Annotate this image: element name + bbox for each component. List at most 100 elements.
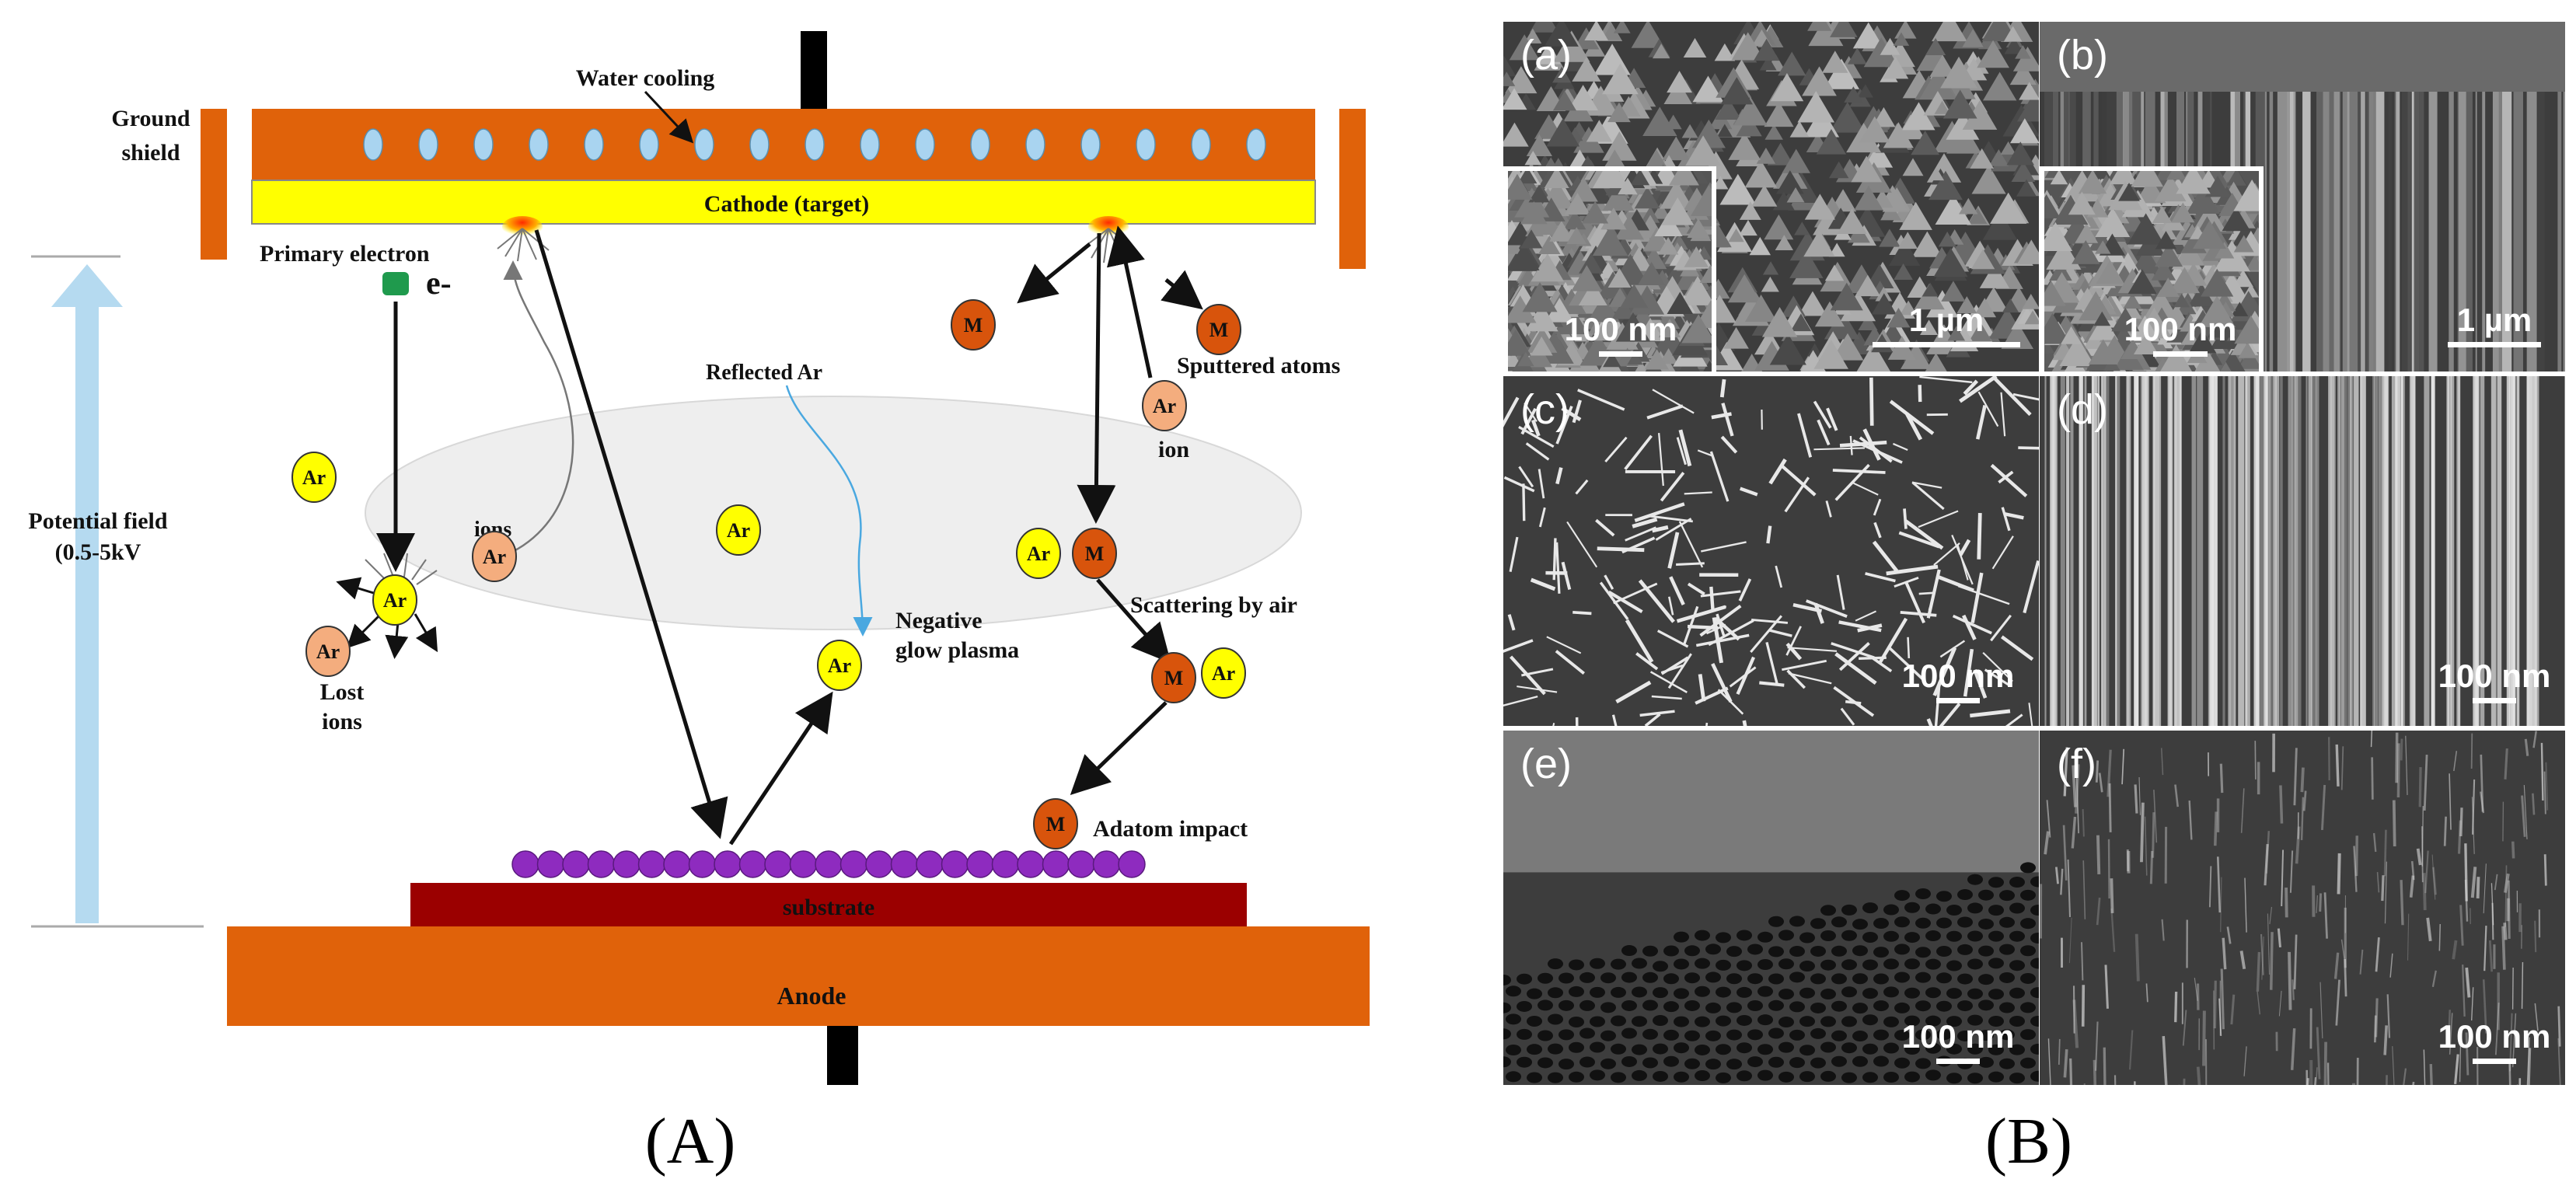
- substrate-label: substrate: [783, 895, 874, 920]
- sem-texture: [1503, 22, 2039, 372]
- sem-image-b-label: (b): [2057, 32, 2108, 78]
- anode: [227, 926, 1370, 1026]
- film-atom: [1118, 850, 1146, 878]
- ionization-rays: [365, 553, 438, 585]
- film-atom: [637, 850, 666, 878]
- film-atom: [941, 850, 969, 878]
- primary-electron: [382, 272, 409, 295]
- reflected-ar-arrow: [728, 691, 833, 846]
- adatom-arrow: [1070, 701, 1168, 795]
- panel-b-caption: (B): [1985, 1105, 2072, 1177]
- sem-image-e: (e) 100 nm: [1503, 731, 2039, 1085]
- negative-glow-plasma: [365, 396, 1302, 630]
- sem-d-scalebar: 100 nm: [2428, 658, 2560, 703]
- sem-e-scalebar: 100 nm: [1892, 1018, 2024, 1064]
- film-atom: [991, 850, 1020, 878]
- cooling-hole: [1246, 128, 1266, 161]
- sputtering-diagram: Ground shield Cathode (target) Water coo…: [28, 31, 1370, 1085]
- film-atom: [839, 850, 868, 878]
- cooling-hole: [418, 128, 438, 161]
- film-atom: [738, 850, 767, 878]
- film-atom: [688, 850, 717, 878]
- film-atom: [966, 850, 994, 878]
- sem-texture: [2040, 731, 2561, 1085]
- cooling-hole: [363, 128, 383, 161]
- sputtered-metal-atom: M: [951, 299, 996, 351]
- lost-ions-label-1: Lost: [320, 679, 365, 705]
- svg-text:Ar: Ar: [316, 640, 340, 663]
- water-cooling-arrow: [644, 90, 694, 144]
- sem-image-c-label: (c): [1520, 386, 1569, 433]
- film-atom: [1067, 850, 1095, 878]
- cooling-hole: [970, 128, 990, 161]
- sem-texture: [1503, 731, 2039, 1084]
- top-rod: [801, 31, 827, 115]
- sem-b-scalebar: 1 µm: [2428, 302, 2560, 347]
- sem-image-f-label: (f): [2057, 741, 2096, 787]
- film-atom: [764, 850, 792, 878]
- potential-field-label-1: Potential field: [28, 508, 167, 534]
- sem-a-scalebar: 1 µm: [1869, 302, 2024, 347]
- negative-glow-label-1: Negative: [895, 608, 983, 633]
- ion-to-target-arrow: [1106, 225, 1153, 378]
- scattering-arrow: [1096, 578, 1171, 664]
- cathode-label: Cathode (target): [704, 191, 869, 217]
- ejection-rays: [497, 228, 1137, 263]
- ar-ion: Ar: [305, 626, 351, 677]
- cooling-hole: [860, 128, 880, 161]
- sem-image-d: (d) 100 nm: [2040, 376, 2565, 726]
- primary-electron-label: Primary electron: [260, 241, 430, 267]
- ground-shield-left: [201, 109, 227, 260]
- film-atom: [663, 850, 691, 878]
- sem-f-scalebar: 100 nm: [2428, 1018, 2560, 1064]
- cooling-hole: [473, 128, 494, 161]
- sem-image-f: (f) 100 nm: [2040, 731, 2565, 1085]
- ar-atom: Ar: [817, 640, 862, 691]
- cooling-hole: [749, 128, 770, 161]
- svg-text:M: M: [1209, 319, 1229, 341]
- sem-image-a-inset: 100 nm: [1503, 166, 1716, 372]
- ar-atom: Ar: [1016, 528, 1061, 579]
- sem-image-b-inset: 100 nm: [2040, 166, 2264, 372]
- sem-image-a: 100 nm (a) 1 µm: [1503, 22, 2039, 372]
- sem-c-scalebar: 100 nm: [1892, 658, 2024, 703]
- svg-text:Ar: Ar: [1153, 395, 1176, 417]
- negative-glow-label-2: glow plasma: [895, 637, 1019, 663]
- svg-text:M: M: [1046, 813, 1066, 835]
- sem-image-a-label: (a): [1520, 32, 1572, 78]
- svg-text:Ar: Ar: [302, 466, 326, 489]
- film-atom: [815, 850, 843, 878]
- cooling-hole: [1025, 128, 1045, 161]
- cooling-hole: [1136, 128, 1156, 161]
- film-atom: [536, 850, 565, 878]
- svg-text:Ar: Ar: [383, 589, 407, 612]
- film-atom: [865, 850, 893, 878]
- svg-text:Ar: Ar: [1027, 542, 1050, 565]
- sem-image-d-label: (d): [2057, 386, 2108, 433]
- film-atom: [1017, 850, 1045, 878]
- impact-glow-left: [502, 216, 543, 238]
- cooling-hole: [639, 128, 659, 161]
- cooling-hole: [529, 128, 549, 161]
- reflected-ar-label: Reflected Ar: [706, 361, 822, 385]
- anode-label: Anode: [777, 982, 846, 1010]
- sputtered-metal-atom: M: [1072, 528, 1117, 579]
- svg-text:Ar: Ar: [1212, 662, 1235, 685]
- sem-image-b: 100 nm (b) 1 µm: [2040, 22, 2565, 372]
- film-atom: [890, 850, 919, 878]
- ar-atom: Ar: [1201, 647, 1246, 699]
- sem-texture: [1503, 376, 2039, 726]
- ar-atom: Ar: [291, 452, 337, 503]
- ar-atom: Ar: [372, 574, 417, 626]
- electron-symbol: e-: [426, 266, 452, 302]
- film-atom: [613, 850, 641, 878]
- sputter-arrow-left: [1017, 242, 1091, 304]
- cooling-hole: [915, 128, 935, 161]
- film-atom: [587, 850, 616, 878]
- impact-glow-right: [1088, 216, 1129, 238]
- cooling-hole: [805, 128, 825, 161]
- substrate: [410, 883, 1247, 926]
- film-atom: [562, 850, 590, 878]
- ion-bombard-arrow: [534, 229, 728, 839]
